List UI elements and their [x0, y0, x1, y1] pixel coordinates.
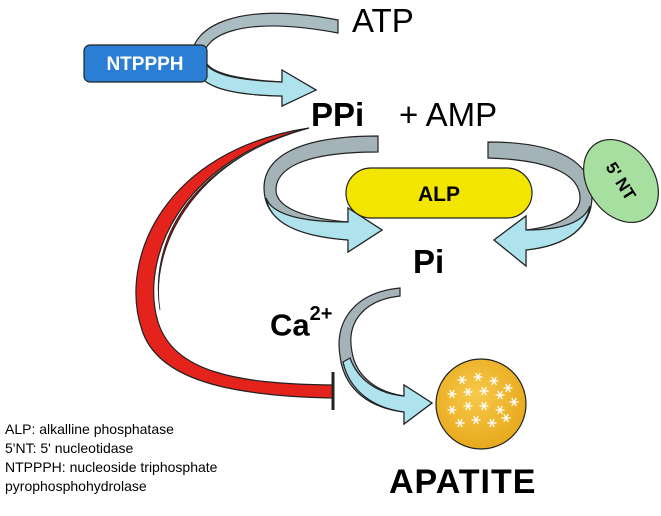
amp-label: + AMP	[399, 96, 498, 133]
crystal-star-stroke	[481, 401, 487, 411]
crystal-star-stroke	[473, 415, 479, 425]
crystal-star-stroke	[465, 401, 471, 411]
crystal-star-stroke	[457, 418, 463, 428]
crystal-star-stroke	[497, 390, 503, 400]
pi-to-apatite-curved-arrow	[338, 287, 434, 426]
nt5-enzyme-ellipse: 5' NT	[583, 138, 659, 224]
pi-label: Pi	[413, 243, 445, 280]
crystal-star-stroke	[481, 386, 487, 396]
calcium-charge: 2+	[309, 303, 333, 325]
crystal-star-stroke	[505, 383, 511, 393]
crystal-star-stroke	[449, 389, 455, 399]
crystal-star-stroke	[459, 375, 465, 385]
legend-item-ntppph-cont: pyrophosphohydrolase	[5, 478, 147, 494]
alp-label: ALP	[418, 183, 460, 206]
apatite-crystal	[435, 358, 527, 450]
ppi-inhibition-arc	[135, 127, 335, 410]
apatite-label: APATITE	[389, 463, 537, 501]
crystal-star-stroke	[449, 405, 455, 415]
alp-enzyme-pill: ALP	[345, 167, 533, 219]
alp-left-curved-arrow	[263, 135, 384, 254]
crystal-star-stroke	[465, 387, 471, 397]
legend-item-5nt: 5'NT: 5' nucleotidase	[5, 440, 134, 456]
ntppph-label: NTPPPH	[106, 54, 183, 75]
crystal-stars	[447, 372, 519, 428]
crystal-star-stroke	[489, 418, 495, 428]
ppi-label: PPi	[311, 96, 365, 133]
ntppph-curved-arrow	[191, 12, 339, 107]
calcium-label: Ca2+	[270, 303, 332, 343]
calcium-symbol: Ca	[270, 307, 310, 343]
crystal-star-stroke	[491, 376, 497, 386]
crystal-star-stroke	[497, 405, 503, 415]
legend-item-ntppph: NTPPPH: nucleoside triphosphate	[5, 459, 218, 475]
crystal-star-stroke	[503, 413, 509, 423]
ntppph-enzyme-box: NTPPPH	[83, 44, 208, 83]
abbreviation-legend: ALP: alkalline phosphatase 5'NT: 5' nucl…	[5, 420, 217, 496]
atp-label: ATP	[352, 2, 414, 39]
legend-item-alp: ALP: alkalline phosphatase	[5, 421, 174, 437]
crystal-star-stroke	[475, 372, 481, 382]
crystal-star-stroke	[511, 397, 517, 407]
